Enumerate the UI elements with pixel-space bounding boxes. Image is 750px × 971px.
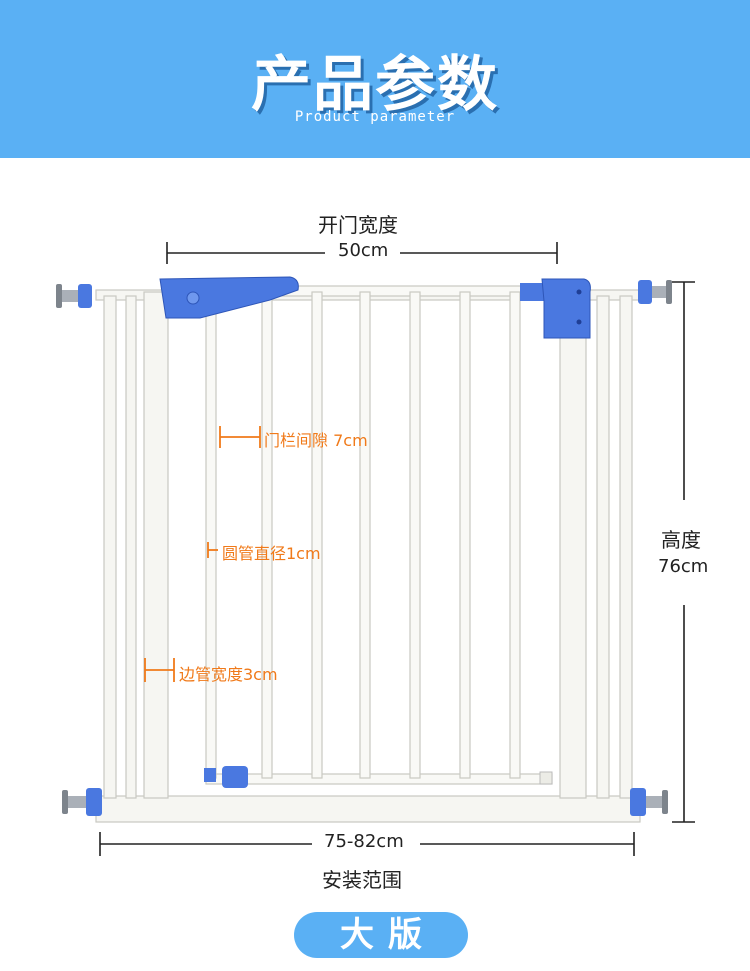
bar-gap-annotation: 门栏间隙 7cm <box>264 431 368 450</box>
gate-handle <box>159 276 299 319</box>
bolt-bottom-right <box>630 788 668 816</box>
height-value: 76cm <box>658 556 709 577</box>
annotation-markers <box>144 426 261 682</box>
install-range-label: 安装范围 <box>322 868 402 892</box>
door-width-dimension-line <box>166 242 558 264</box>
size-badge <box>294 912 468 958</box>
height-label: 高度 <box>661 528 701 552</box>
height-dimension-line <box>672 281 695 823</box>
tube-diameter-annotation: 圆管直径1cm <box>222 544 321 563</box>
gate-hinge <box>520 278 591 339</box>
door-width-label: 开门宽度 <box>318 213 398 237</box>
pressure-bolts <box>56 280 672 816</box>
door-width-value: 50cm <box>338 240 389 261</box>
bolt-top-left <box>56 284 92 308</box>
side-tube-width-annotation: 边管宽度3cm <box>179 665 278 684</box>
gate-door <box>205 285 555 785</box>
install-range-dimension-line <box>99 832 635 856</box>
page-title: 产品参数 <box>251 50 499 120</box>
bolt-top-right <box>638 280 672 304</box>
install-range-value: 75-82cm <box>324 831 404 852</box>
gate-latch <box>204 766 553 788</box>
gate-frame <box>95 289 641 823</box>
size-badge-text: 大版 <box>340 915 436 955</box>
bolt-bottom-left <box>62 788 102 816</box>
page-subtitle: Product parameter <box>294 109 456 125</box>
header-banner <box>0 0 750 158</box>
